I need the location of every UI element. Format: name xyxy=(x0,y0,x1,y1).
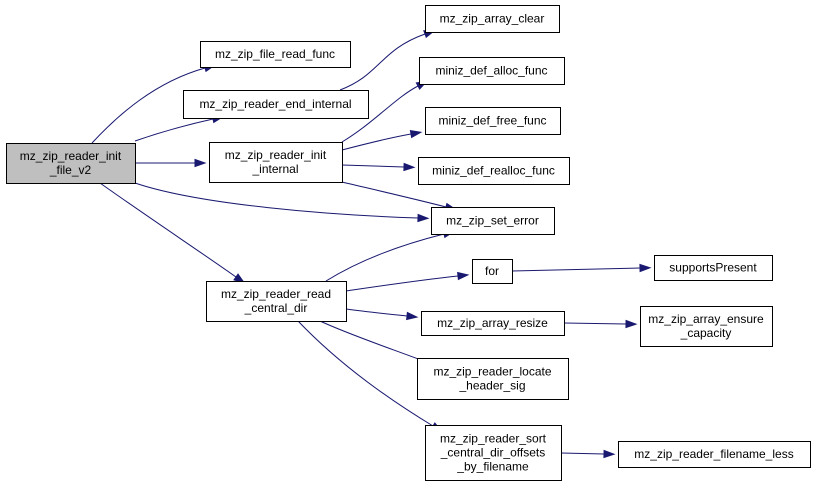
edge-line xyxy=(297,320,434,427)
edge-arrowhead xyxy=(603,449,616,459)
node-label-line: mz_zip_array_ensure xyxy=(648,312,764,326)
node-box xyxy=(209,142,343,183)
edge-reader_init_internal-to-set_error xyxy=(341,181,458,211)
node-label-line: miniz_def_alloc_func xyxy=(435,64,547,78)
node-array-clear[interactable]: mz_zip_array_clear xyxy=(425,5,560,33)
node-box xyxy=(6,143,136,184)
node-label-line: _header_sig xyxy=(458,379,525,393)
edge-line xyxy=(511,267,641,272)
node-label-line: mz_zip_reader_end_internal xyxy=(199,97,351,111)
nodes-layer: mz_zip_reader_init_file_v2mz_zip_file_re… xyxy=(6,5,811,481)
edge-for-to-supports_present xyxy=(511,263,652,273)
edge-arrowhead xyxy=(639,263,652,273)
edge-line xyxy=(134,182,419,219)
node-reader-init-internal[interactable]: mz_zip_reader_init_internal xyxy=(209,142,343,183)
edge-line xyxy=(341,85,419,143)
edge-arrowhead xyxy=(403,162,416,172)
node-label-line: supportsPresent xyxy=(669,261,757,275)
node-box xyxy=(425,107,561,135)
node-label-line: for xyxy=(485,264,499,278)
node-box xyxy=(206,281,347,322)
node-label-line: mz_zip_reader_read xyxy=(221,287,331,301)
edge-root-to-reader_end_internal xyxy=(134,115,225,142)
node-box xyxy=(421,311,565,336)
node-box xyxy=(425,425,562,481)
edge-arrowhead xyxy=(625,319,638,329)
edge-arrowhead xyxy=(194,158,207,168)
node-root[interactable]: mz_zip_reader_init_file_v2 xyxy=(6,143,136,184)
node-box xyxy=(419,57,565,85)
edge-root-to-set_error xyxy=(134,182,430,223)
node-box xyxy=(417,358,569,400)
edge-line xyxy=(345,275,459,292)
node-reader-end-internal[interactable]: mz_zip_reader_end_internal xyxy=(183,90,369,119)
node-array-ensure-capacity[interactable]: mz_zip_array_ensure_capacity xyxy=(640,306,773,347)
node-label-line: mz_zip_set_error xyxy=(446,214,539,228)
node-filename-less[interactable]: mz_zip_reader_filename_less xyxy=(618,441,811,468)
node-label-line: mz_zip_reader_filename_less xyxy=(634,447,793,461)
edge-line xyxy=(345,308,408,317)
node-box xyxy=(640,306,773,347)
node-box xyxy=(431,207,555,235)
node-box xyxy=(418,157,570,185)
edge-sort_offsets-to-filename_less xyxy=(560,449,616,459)
node-file-read-func[interactable]: mz_zip_file_read_func xyxy=(200,41,351,68)
edge-line xyxy=(99,182,237,278)
node-label-line: mz_zip_reader_init xyxy=(225,148,327,162)
edge-reader_init_internal-to-def_free xyxy=(341,129,423,151)
edge-line xyxy=(341,181,447,208)
node-label-line: _file_v2 xyxy=(49,163,92,177)
node-box xyxy=(425,5,560,33)
edge-array_resize-to-array_ensure_capacity xyxy=(563,319,638,329)
node-reader-read-central-dir[interactable]: mz_zip_reader_read_central_dir xyxy=(206,281,347,322)
node-sort-offsets[interactable]: mz_zip_reader_sort_central_dir_offsets_b… xyxy=(425,425,562,481)
node-label-line: mz_zip_array_resize xyxy=(437,316,548,330)
node-label-line: _central_dir xyxy=(244,301,308,315)
node-array-resize[interactable]: mz_zip_array_resize xyxy=(421,311,565,336)
node-def-realloc[interactable]: miniz_def_realloc_func xyxy=(418,157,570,185)
node-label-line: mz_zip_array_clear xyxy=(440,12,545,26)
edge-line xyxy=(341,133,412,151)
node-label-line: _internal xyxy=(251,162,298,176)
node-label-line: mz_zip_reader_locate xyxy=(433,365,551,379)
edge-line xyxy=(341,164,405,168)
node-box xyxy=(183,90,369,119)
edge-arrowhead xyxy=(417,213,430,223)
node-box xyxy=(654,255,773,281)
edge-arrowhead xyxy=(406,311,419,321)
edge-line xyxy=(560,452,605,455)
node-label-line: mz_zip_reader_sort xyxy=(440,432,547,446)
node-box xyxy=(200,41,351,68)
edge-arrowhead xyxy=(457,271,470,281)
node-label-line: mz_zip_file_read_func xyxy=(215,47,335,61)
edge-reader_init_internal-to-def_realloc xyxy=(341,162,416,172)
node-locate-header-sig[interactable]: mz_zip_reader_locate_header_sig xyxy=(417,358,569,400)
edge-root-to-reader_read_central_dir xyxy=(99,182,246,284)
edge-arrowhead xyxy=(409,129,423,139)
edge-line xyxy=(339,33,426,91)
edge-line xyxy=(134,118,214,142)
node-box xyxy=(618,441,811,468)
edge-root-to-reader_init_internal xyxy=(135,158,207,168)
node-label-line: _by_filename xyxy=(456,460,529,474)
node-def-free[interactable]: miniz_def_free_func xyxy=(425,107,561,135)
edge-line xyxy=(91,67,206,144)
node-box xyxy=(472,259,513,284)
node-label-line: _central_dir_offsets xyxy=(440,446,546,460)
node-label-line: mz_zip_reader_init xyxy=(20,149,122,163)
node-label-line: miniz_def_realloc_func xyxy=(432,164,555,178)
edge-line xyxy=(325,233,445,282)
node-for[interactable]: for xyxy=(472,259,513,284)
edge-reader_read_central_dir-to-set_error xyxy=(325,230,456,282)
edge-reader_read_central_dir-to-array_resize xyxy=(345,308,419,321)
node-label-line: miniz_def_free_func xyxy=(438,114,546,128)
edge-reader_read_central_dir-to-for xyxy=(345,271,470,292)
edge-line xyxy=(563,322,627,325)
node-def-alloc[interactable]: miniz_def_alloc_func xyxy=(419,57,565,85)
node-set-error[interactable]: mz_zip_set_error xyxy=(431,207,555,235)
node-label-line: _capacity xyxy=(680,326,732,340)
node-supports-present[interactable]: supportsPresent xyxy=(654,255,773,281)
